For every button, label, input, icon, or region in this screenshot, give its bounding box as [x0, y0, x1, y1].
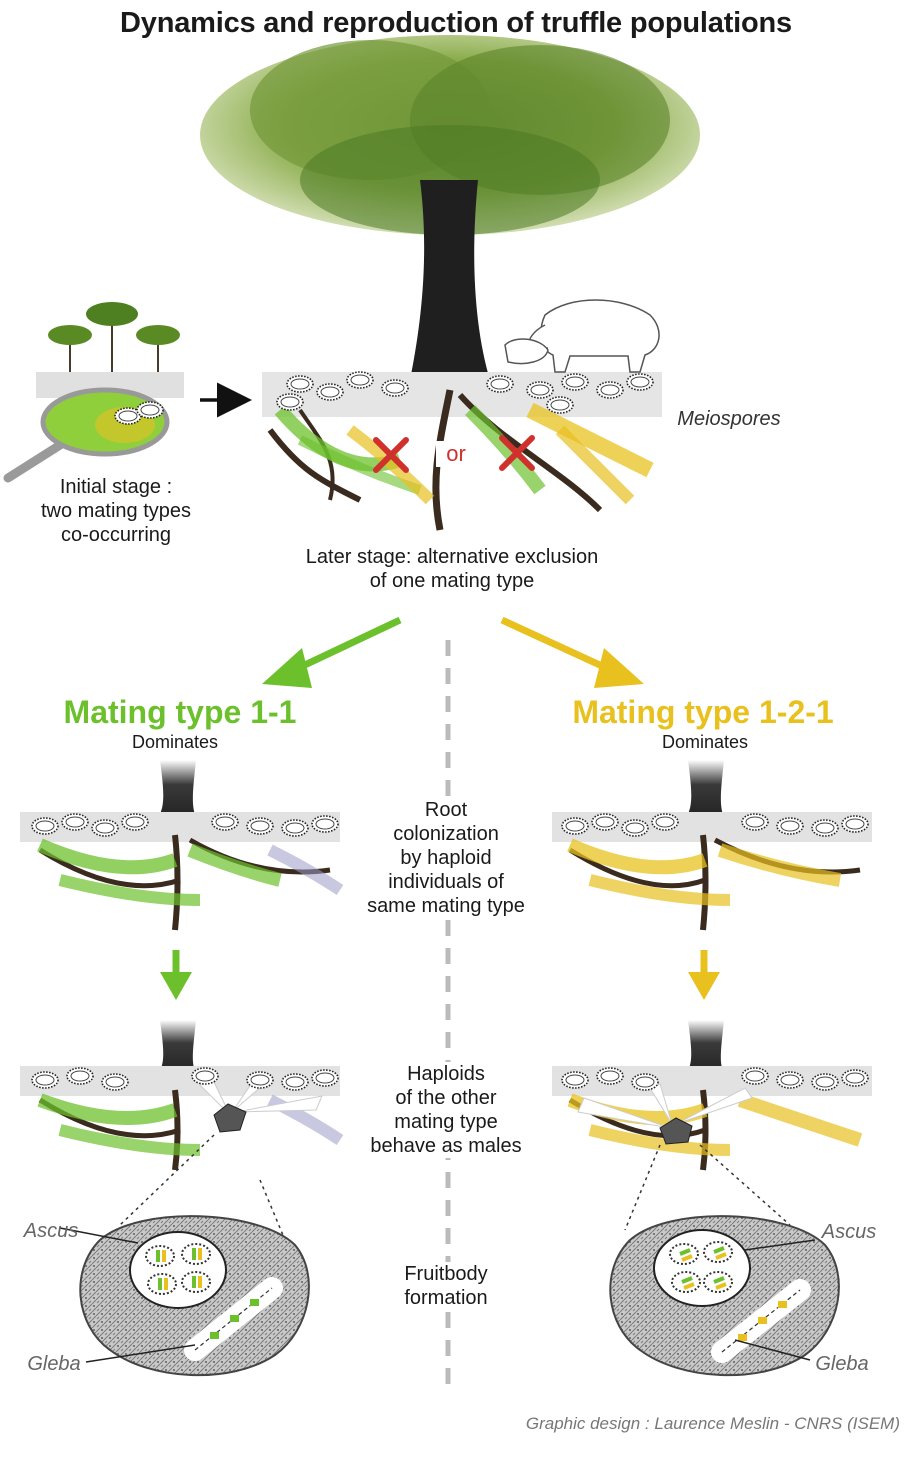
credit-text: Graphic design : Laurence Meslin - CNRS …	[525, 1414, 900, 1433]
or-label: or	[436, 441, 476, 468]
left-down-arrow	[160, 950, 192, 1000]
exclusion-cross-left	[373, 437, 409, 473]
caption-line: mating type	[394, 1111, 498, 1133]
ascus-label-right: Ascus	[821, 1221, 877, 1243]
mating-type-left-title: Mating type 1-1	[63, 694, 297, 730]
caption-line: behave as males	[370, 1135, 522, 1157]
meiospores-label: Meiospores	[677, 408, 781, 430]
page-title: Dynamics and reproduction of truffle pop…	[120, 7, 792, 39]
tree-trunk	[410, 180, 490, 380]
left-truffle	[59, 1215, 310, 1377]
fruitbody-caption: Fruitbody formation	[366, 1262, 526, 1310]
caption-line: formation	[404, 1287, 488, 1309]
left-zoom-lines	[119, 1134, 286, 1241]
caption-line: of one mating type	[369, 570, 535, 592]
right-down-arrow	[688, 950, 720, 1000]
left-males	[20, 1020, 344, 1171]
mating-type-right-title: Mating type 1-2-1	[572, 694, 834, 730]
caption-line: of the other	[395, 1087, 497, 1109]
root-colonization-caption: Root colonization by haploid individuals…	[346, 798, 546, 918]
exclusion-cross-right	[499, 435, 535, 471]
green-branch-arrow	[262, 616, 402, 688]
seedlings	[48, 302, 180, 392]
later-stage-caption: Later stage: alternative exclusion of on…	[252, 545, 652, 593]
caption-line: co-occurring	[60, 524, 172, 546]
caption-line: Root	[424, 799, 468, 821]
right-zoom-lines	[624, 1144, 791, 1231]
caption-line: Later stage: alternative exclusion	[305, 546, 599, 568]
initial-stage-caption: Initial stage : two mating types co-occu…	[6, 475, 226, 547]
caption-line: two mating types	[40, 500, 192, 522]
caption-line: Fruitbody	[404, 1263, 488, 1285]
caption-line: individuals of	[388, 871, 504, 893]
right-root-colonization	[552, 760, 872, 931]
caption-line: by haploid	[400, 847, 492, 869]
boar-icon	[504, 299, 660, 373]
caption-line: Initial stage :	[59, 476, 173, 498]
yellow-branch-arrow	[500, 616, 644, 688]
ascus-label-left: Ascus	[23, 1220, 79, 1242]
right-males	[552, 1020, 872, 1171]
caption-line: colonization	[393, 823, 499, 845]
caption-line: Haploids	[407, 1063, 485, 1085]
right-truffle	[609, 1215, 840, 1377]
mating-type-left-subtitle: Dominates	[131, 732, 219, 752]
gleba-label-right: Gleba	[815, 1353, 869, 1375]
left-root-colonization	[20, 760, 344, 931]
caption-line: same mating type	[367, 895, 525, 917]
magnifier-icon	[3, 387, 170, 483]
gleba-label-left: Gleba	[27, 1353, 81, 1375]
mating-type-right-subtitle: Dominates	[661, 732, 749, 752]
haploids-caption: Haploids of the other mating type behave…	[346, 1062, 546, 1158]
